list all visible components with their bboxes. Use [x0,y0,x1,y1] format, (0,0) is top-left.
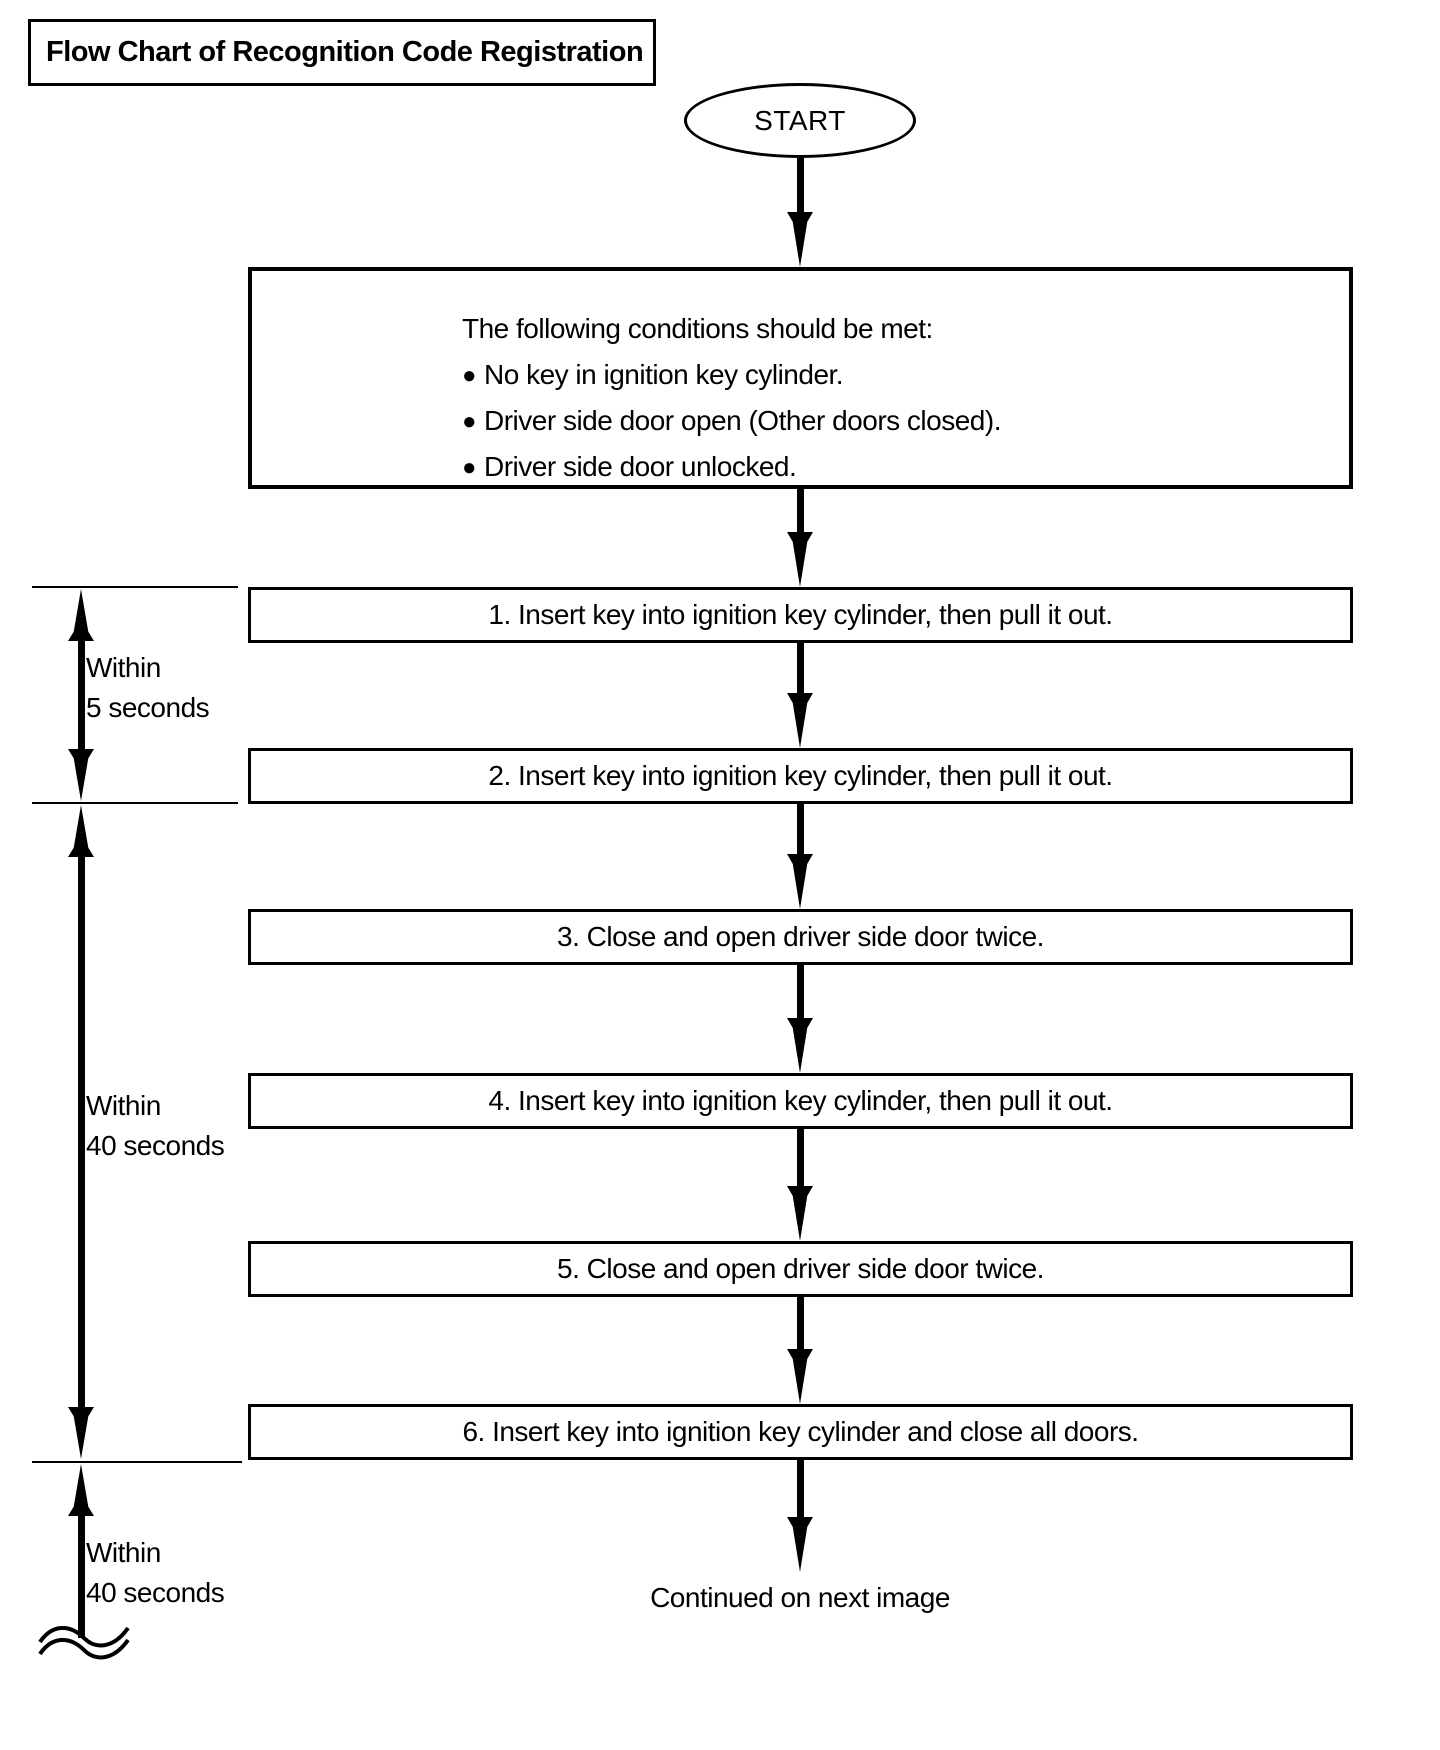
arrow-step1-to-step2 [787,643,813,748]
arrow-stem [796,1129,804,1186]
arrow-down-icon [68,749,94,801]
bullet-icon: ● [462,408,477,435]
arrow-step3-to-step4 [787,965,813,1073]
arrow-up-icon [68,1464,94,1516]
condition-item: ● Driver side door open (Other doors clos… [462,405,1349,451]
timing-bracket-40s-2 [68,1464,94,1638]
arrow-step2-to-step3 [787,804,813,909]
step-box-3: 3. Close and open driver side door twice… [248,909,1353,965]
timing-bracket-40s-1 [68,805,94,1459]
step-box-6: 6. Insert key into ignition key cylinder… [248,1404,1353,1460]
arrow-stem [796,965,804,1018]
bracket-stem [77,1516,85,1638]
arrow-conditions-to-step1 [787,489,813,587]
continued-note: Continued on next image [650,1582,950,1613]
timing-line2: 40 seconds [86,1130,225,1161]
step-box-5: 5. Close and open driver side door twice… [248,1241,1353,1297]
bullet-icon: ● [462,454,477,481]
bracket-stem [77,857,85,1407]
step-label: 4. Insert key into ignition key cylinder… [488,1085,1113,1116]
step-box-2: 2. Insert key into ignition key cylinder… [248,748,1353,804]
arrow-step4-to-step5 [787,1129,813,1241]
step-label: 1. Insert key into ignition key cylinder… [488,599,1113,630]
step-label: 2. Insert key into ignition key cylinder… [488,760,1113,791]
arrow-down-icon [787,212,813,267]
arrow-down-icon [787,1186,813,1241]
condition-text: No key in ignition key cylinder. [484,359,844,390]
arrow-stem [796,643,804,693]
arrow-stem [796,1460,804,1517]
conditions-intro: The following conditions should be met: [462,313,933,344]
arrow-step5-to-step6 [787,1297,813,1404]
timing-bracket-5s [68,589,94,801]
conditions-box: The following conditions should be met: … [248,267,1353,489]
bracket-stem [77,641,85,749]
timing-line2: 5 seconds [86,692,210,723]
arrow-stem [796,1297,804,1349]
bullet-icon: ● [462,362,477,389]
arrow-stem [796,804,804,854]
step-box-4: 4. Insert key into ignition key cylinder… [248,1073,1353,1129]
chart-title-box: Flow Chart of Recognition Code Registrat… [28,19,656,86]
timing-ref-line-mid [32,802,238,804]
chart-title: Flow Chart of Recognition Code Registrat… [46,36,644,68]
timing-label-40s-1: Within 40 seconds [86,1086,225,1166]
break-squiggle-icon [38,1626,130,1660]
arrow-down-icon [787,532,813,587]
step-label: 3. Close and open driver side door twice… [557,921,1044,952]
arrow-down-icon [787,693,813,748]
condition-item: ● Driver side door unlocked. [462,451,1349,497]
step-label: 6. Insert key into ignition key cylinder… [462,1416,1139,1447]
start-label: START [754,104,846,136]
arrow-up-icon [68,805,94,857]
timing-line2: 40 seconds [86,1577,225,1608]
timing-line1: Within [86,652,161,683]
arrow-down-icon [787,1018,813,1073]
timing-line1: Within [86,1090,161,1121]
timing-label-5s: Within 5 seconds [86,648,210,728]
condition-text: Driver side door open (Other doors close… [484,405,1001,436]
condition-text: Driver side door unlocked. [484,451,797,482]
timing-ref-line-bottom [32,1461,242,1463]
condition-item: ● No key in ignition key cylinder. [462,359,1349,405]
arrow-stem [796,489,804,532]
arrow-stem [796,158,804,212]
arrow-up-icon [68,589,94,641]
arrow-down-icon [68,1407,94,1459]
step-label: 5. Close and open driver side door twice… [557,1253,1044,1284]
arrow-down-icon [787,1349,813,1404]
timing-line1: Within [86,1537,161,1568]
arrow-down-icon [787,854,813,909]
arrow-start-to-conditions [787,158,813,267]
timing-label-40s-2: Within 40 seconds [86,1533,225,1613]
arrow-down-icon [787,1517,813,1572]
arrow-step6-to-continued [787,1460,813,1572]
step-box-1: 1. Insert key into ignition key cylinder… [248,587,1353,643]
timing-ref-line-top [32,586,238,588]
start-terminator: START [684,83,916,158]
